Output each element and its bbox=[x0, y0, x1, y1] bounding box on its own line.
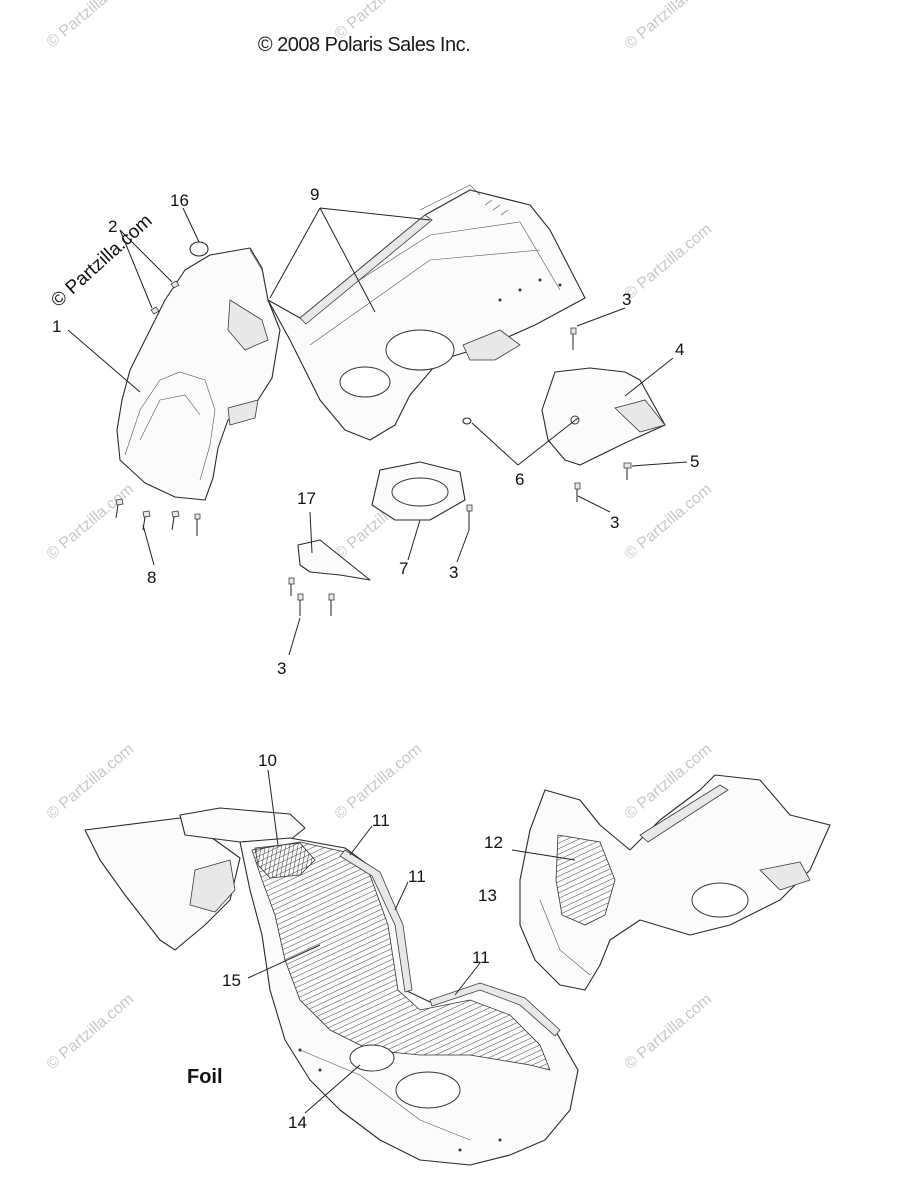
callout-9: 9 bbox=[310, 185, 319, 204]
watermark: © Partzilla.com bbox=[44, 991, 138, 1073]
callout-4: 4 bbox=[675, 340, 684, 359]
part-2-screws bbox=[150, 280, 180, 315]
callout-12: 12 bbox=[484, 833, 503, 852]
callout-11: 11 bbox=[408, 867, 426, 886]
part-3-screws bbox=[288, 327, 581, 616]
part-8-rivets bbox=[115, 498, 201, 536]
watermark: © Partzilla.com bbox=[622, 0, 716, 53]
foil-label: Foil bbox=[187, 1066, 223, 1088]
part-6-washer bbox=[462, 417, 472, 425]
callout-6: 6 bbox=[515, 470, 524, 489]
leader-lines-bottom bbox=[247, 769, 576, 1114]
callout-7: 7 bbox=[399, 559, 408, 578]
foil-assembly bbox=[84, 807, 579, 1166]
part-16-ring bbox=[189, 241, 209, 257]
callout-3: 3 bbox=[277, 659, 286, 678]
callout-17: 17 bbox=[297, 489, 316, 508]
callout-8: 8 bbox=[147, 568, 156, 587]
callout-3: 3 bbox=[622, 290, 631, 309]
part-9-floor-panel bbox=[267, 184, 586, 441]
part-17-bracket bbox=[297, 539, 371, 581]
callout-10: 10 bbox=[258, 751, 277, 770]
callout-11: 11 bbox=[372, 811, 390, 830]
watermark: © Partzilla.com bbox=[622, 481, 716, 563]
watermark: © Partzilla.com bbox=[622, 991, 716, 1073]
watermark: © Partzilla.com bbox=[332, 0, 426, 43]
callout-3: 3 bbox=[449, 563, 458, 582]
leader-lines-top bbox=[67, 207, 688, 656]
part-4-cover bbox=[541, 367, 666, 466]
callout-5: 5 bbox=[690, 452, 699, 471]
callout-1: 1 bbox=[52, 317, 61, 336]
callouts-bottom: 10 11 11 11 12 13 15 14 Foil bbox=[187, 751, 503, 1132]
watermark: © Partzilla.com bbox=[44, 0, 138, 51]
watermark: © Partzilla.com bbox=[44, 481, 138, 563]
copyright-notice: © 2008 Polaris Sales Inc. bbox=[257, 34, 471, 56]
watermark: © Partzilla.com bbox=[44, 741, 138, 823]
callout-11: 11 bbox=[472, 948, 490, 967]
part-5-screw bbox=[623, 462, 632, 480]
part-1-side-panel bbox=[116, 247, 281, 501]
watermark-dark: © Partzilla.com bbox=[47, 210, 156, 311]
callout-2: 2 bbox=[108, 217, 117, 236]
right-assembly bbox=[519, 774, 831, 991]
callout-16: 16 bbox=[170, 191, 189, 210]
watermark: © Partzilla.com bbox=[622, 221, 716, 303]
callouts-top: 1 2 16 9 3 4 5 6 3 17 7 3 8 3 bbox=[52, 185, 699, 678]
callout-15: 15 bbox=[222, 971, 241, 990]
part-7-gasket bbox=[371, 461, 466, 521]
callout-3: 3 bbox=[610, 513, 619, 532]
callout-13: 13 bbox=[478, 886, 497, 905]
callout-14: 14 bbox=[288, 1113, 307, 1132]
